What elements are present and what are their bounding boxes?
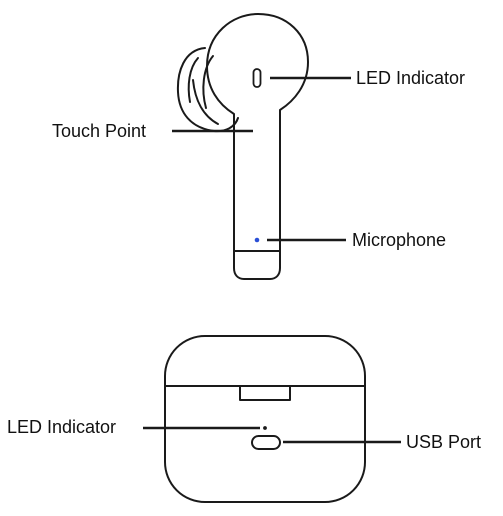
case-latch	[239, 385, 291, 401]
charging-case: LED Indicator USB Port	[7, 335, 481, 503]
label-earbud-led-indicator: LED Indicator	[356, 68, 465, 88]
usb-port	[251, 435, 281, 450]
earbud-led-indicator	[252, 68, 262, 88]
earbud: LED Indicator Touch Point Microphone	[52, 13, 465, 280]
case-led-indicator	[263, 426, 267, 430]
ear-tip	[176, 47, 239, 133]
earbud-body	[206, 13, 309, 280]
label-case-led-indicator: LED Indicator	[7, 417, 116, 437]
label-touch-point: Touch Point	[52, 121, 146, 141]
microphone-dot	[254, 237, 260, 243]
case-body	[164, 335, 366, 503]
label-microphone: Microphone	[352, 230, 446, 250]
label-usb-port: USB Port	[406, 432, 481, 452]
